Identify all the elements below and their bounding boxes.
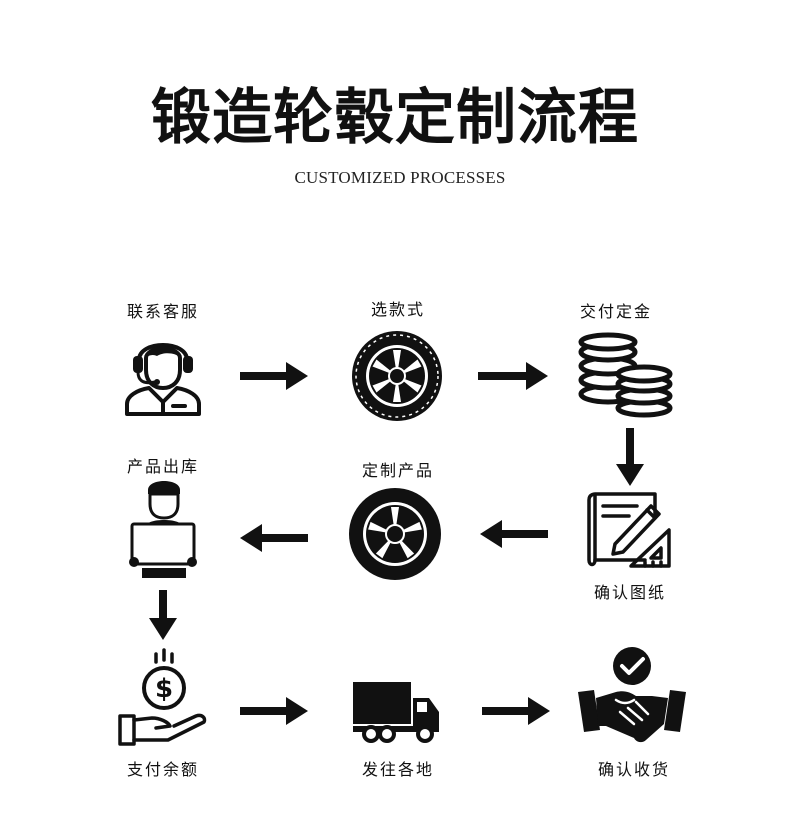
wheel-tire-icon [352, 331, 442, 421]
delivery-truck-icon [353, 682, 439, 743]
svg-text:$: $ [155, 674, 173, 704]
step-label-select-style: 选款式 [370, 300, 425, 319]
coin-stack-icon [578, 332, 673, 418]
arrow-down-2 [149, 590, 177, 640]
handshake-check-icon [578, 647, 686, 743]
step-label-product-shipping: 产品出库 [126, 457, 199, 476]
dollar-hand-icon: $ [118, 648, 207, 746]
page-subtitle: CUSTOMIZED PROCESSES [294, 168, 506, 187]
step-label-pay-deposit: 交付定金 [579, 302, 652, 321]
worker-laptop-icon [129, 481, 197, 578]
step-label-contact-service: 联系客服 [126, 302, 199, 321]
page-title: 锻造轮毂定制流程 [151, 83, 639, 153]
custom-wheel-icon [349, 488, 441, 580]
arrow-right-1 [240, 362, 308, 390]
step-label-ship-everywhere: 发往各地 [361, 760, 434, 779]
step-label-confirm-drawing: 确认图纸 [593, 583, 666, 602]
arrow-right-3 [240, 697, 308, 725]
step-label-pay-balance: 支付余额 [126, 760, 199, 779]
step-label-confirm-receipt: 确认收货 [597, 760, 670, 779]
customer-service-headset-icon [125, 343, 201, 416]
arrow-right-4 [482, 697, 550, 725]
arrow-left-2 [240, 524, 308, 552]
arrow-left-1 [480, 520, 548, 548]
step-label-custom-product: 定制产品 [361, 461, 434, 480]
drawing-blueprint-icon [587, 492, 671, 568]
arrow-right-2 [478, 362, 548, 390]
arrow-down-1 [616, 428, 644, 486]
